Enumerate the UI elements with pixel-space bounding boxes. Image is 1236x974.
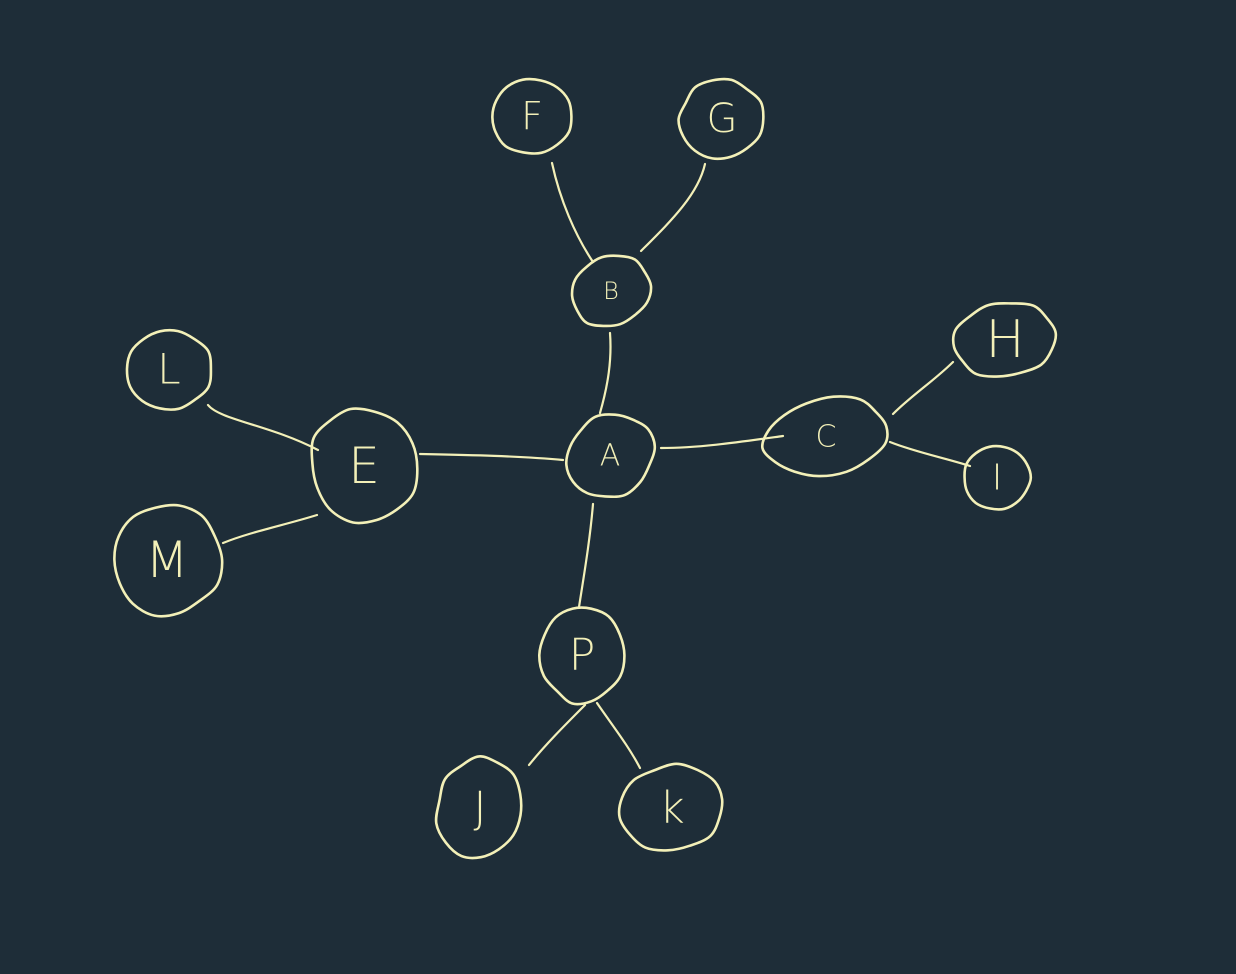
node-k-label: k — [659, 783, 684, 834]
edge-e-l — [206, 403, 320, 452]
edge-d-k — [595, 701, 642, 770]
edges-layer — [206, 161, 972, 770]
node-e-outline — [310, 407, 419, 525]
node-l-label: L — [157, 345, 180, 394]
node-a: A — [564, 413, 657, 499]
node-m-label: M — [145, 531, 188, 589]
node-k: k — [617, 762, 724, 852]
node-b: B — [570, 254, 653, 328]
edge-d-j — [527, 703, 587, 767]
node-j: J — [434, 755, 523, 860]
node-i: I — [963, 444, 1033, 511]
node-m-outline — [113, 503, 224, 618]
edge-b-g — [639, 162, 707, 253]
node-f-label: F — [521, 94, 543, 138]
node-a-outline — [564, 413, 657, 499]
node-g-label: G — [707, 96, 738, 142]
edge-b-f — [550, 161, 595, 264]
node-d-outline — [537, 606, 626, 706]
node-i-label: I — [992, 458, 1003, 499]
node-c-label: C — [816, 420, 837, 455]
edge-c-h — [891, 360, 955, 416]
node-a-label: A — [600, 439, 621, 474]
node-f-outline — [491, 77, 573, 155]
node-c-outline — [760, 395, 889, 478]
edge-a-b — [598, 331, 612, 415]
node-l: L — [125, 328, 213, 411]
node-e-label: E — [348, 437, 380, 495]
node-k-outline — [617, 762, 724, 852]
edge-e-m — [221, 513, 319, 545]
node-f: F — [491, 77, 573, 155]
node-e: E — [310, 407, 419, 525]
edge-a-d — [577, 502, 595, 609]
edge-c-i — [888, 440, 972, 468]
node-d-label: P — [569, 630, 596, 681]
edge-a-c — [659, 434, 785, 450]
node-b-outline — [570, 254, 653, 328]
node-c: C — [760, 395, 889, 478]
node-d: P — [537, 606, 626, 706]
node-h-label: H — [985, 310, 1024, 370]
node-h: H — [951, 302, 1058, 378]
node-l-outline — [125, 328, 213, 411]
node-j-label: J — [474, 783, 487, 834]
node-j-outline — [434, 755, 523, 860]
node-g: G — [677, 77, 765, 161]
edge-a-e — [418, 452, 565, 462]
node-m: M — [113, 503, 224, 618]
node-h-outline — [951, 302, 1058, 378]
node-g-outline — [677, 77, 765, 161]
node-i-outline — [963, 444, 1033, 511]
node-b-label: B — [603, 277, 619, 305]
